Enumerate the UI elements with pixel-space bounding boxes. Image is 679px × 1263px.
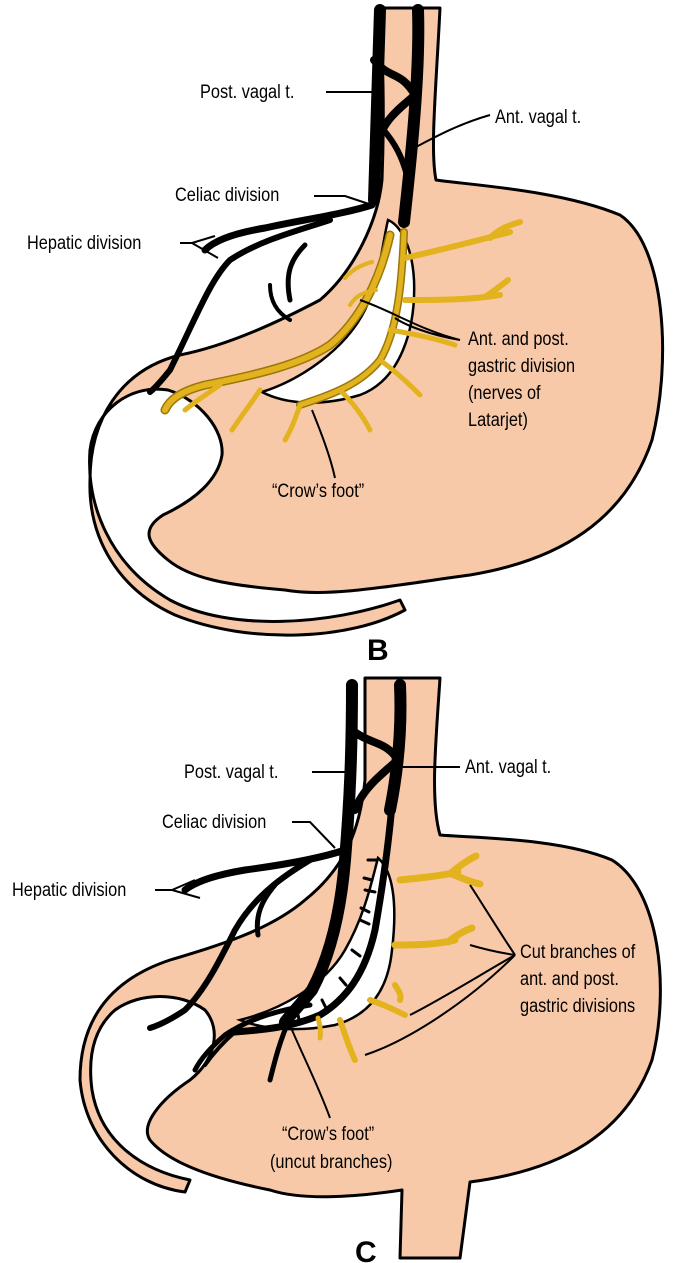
label-hepatic-c: Hepatic division [12, 879, 126, 900]
panel-letter-c: C [355, 1236, 377, 1263]
label-gastric-1-b: Ant. and post. [468, 328, 569, 349]
label-gastric-4-b: Latarjet) [468, 409, 528, 430]
celiac-division-b [205, 205, 372, 250]
label-cut-2-c: ant. and post. [520, 968, 619, 989]
label-gastric-2-b: gastric division [468, 355, 575, 376]
label-post-vagal-b: Post. vagal t. [200, 81, 294, 102]
label-ant-vagal-c: Ant. vagal t. [465, 756, 551, 777]
label-crows-foot-1-c: “Crow’s foot” [282, 1123, 374, 1144]
label-post-vagal-c: Post. vagal t. [184, 761, 278, 782]
panel-letter-b: B [367, 634, 389, 667]
label-cut-1-c: Cut branches of [520, 941, 635, 962]
panel-b: Post. vagal t. Ant. vagal t. Celiac divi… [27, 8, 663, 667]
panel-c: Post. vagal t. Ant. vagal t. Celiac divi… [12, 678, 660, 1263]
label-crows-foot-b: “Crow’s foot” [272, 480, 364, 501]
label-cut-3-c: gastric divisions [520, 995, 635, 1016]
label-crows-foot-2-c: (uncut branches) [270, 1151, 392, 1172]
label-hepatic-b: Hepatic division [27, 232, 141, 253]
label-celiac-b: Celiac division [175, 184, 279, 205]
label-ant-vagal-b: Ant. vagal t. [495, 106, 581, 127]
label-gastric-3-b: (nerves of [468, 382, 541, 403]
label-celiac-c: Celiac division [162, 811, 266, 832]
